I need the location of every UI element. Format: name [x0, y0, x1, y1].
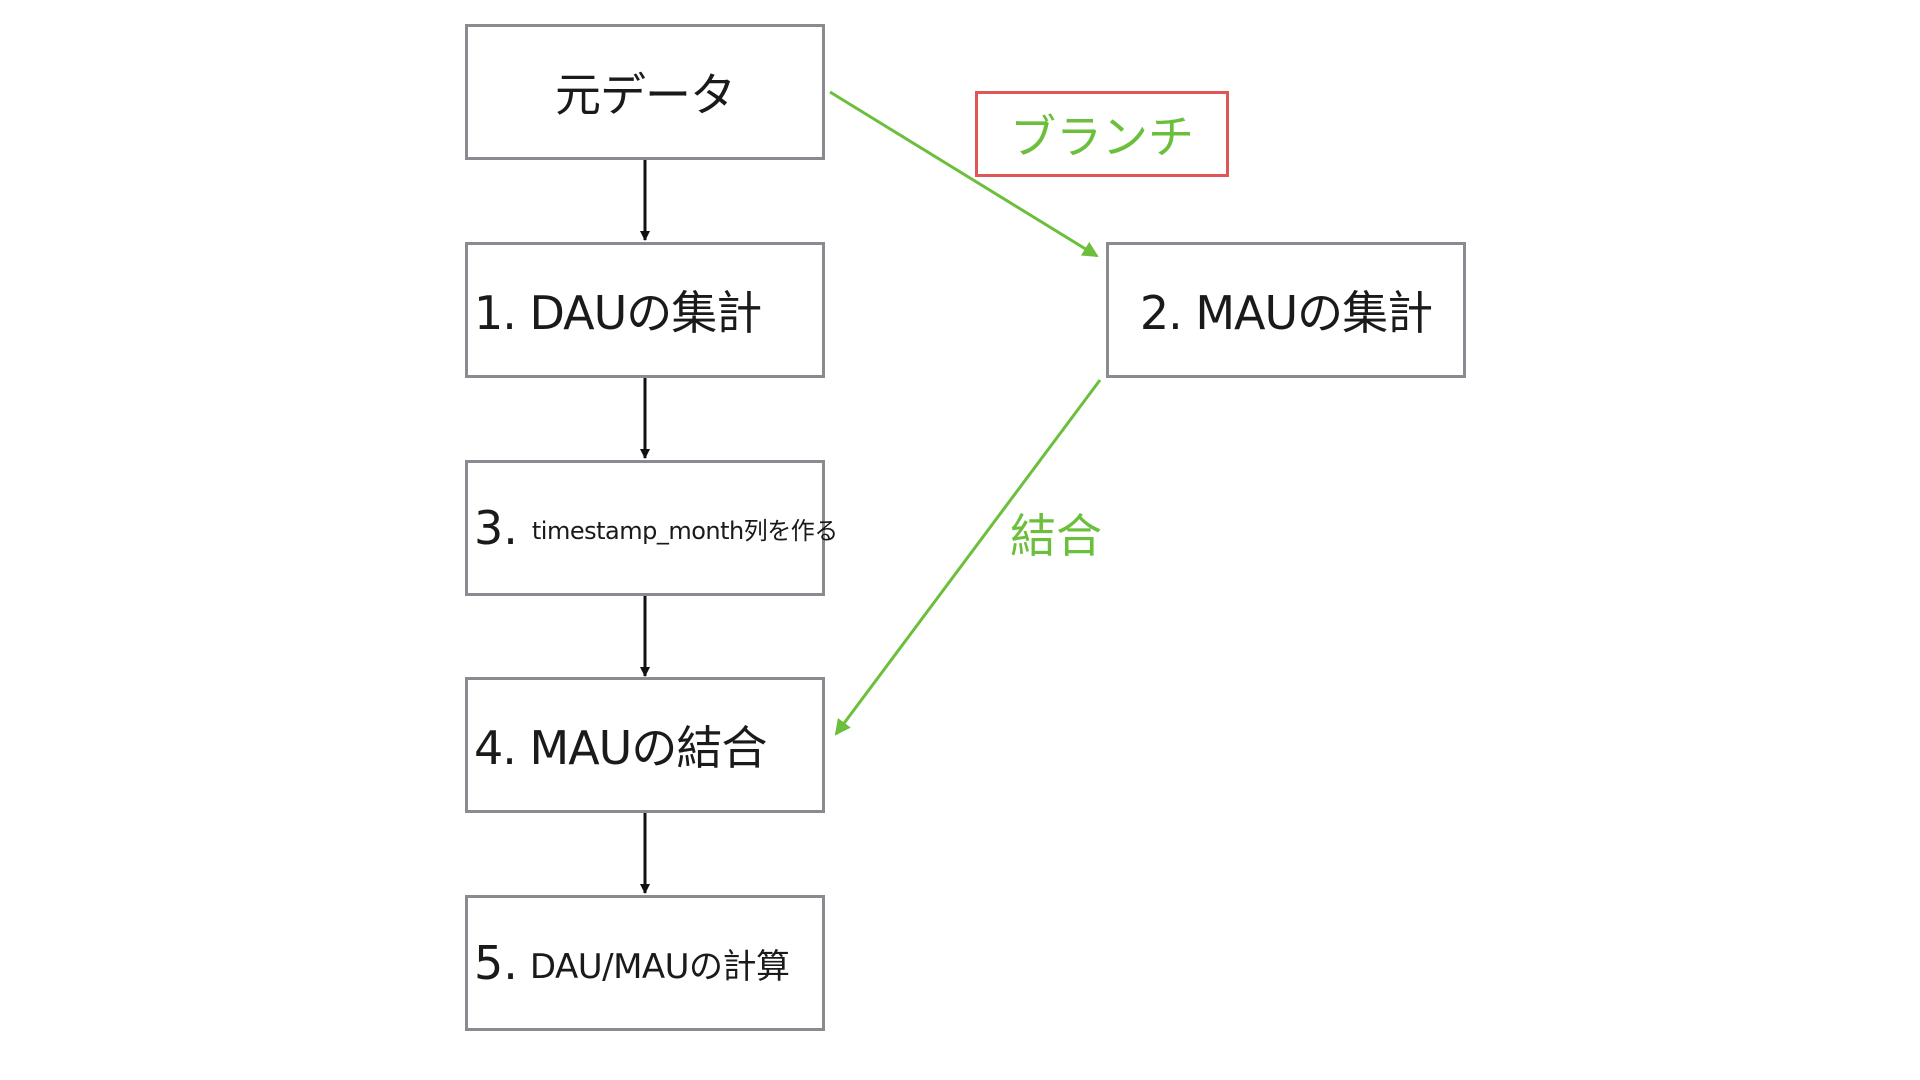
branch-label-box: ブランチ: [975, 91, 1229, 177]
arrow-join: [834, 379, 1102, 736]
node-dau-mau-calc-label: DAU/MAUの計算: [529, 946, 790, 987]
node-source-data-label: 元データ: [555, 68, 736, 122]
node-timestamp-month-label: timestamp_month列を作る: [531, 516, 838, 545]
branch-label: ブランチ: [1010, 110, 1194, 164]
node-timestamp-month-number: 3.: [474, 501, 518, 555]
arrow-branch: [829, 90, 1099, 258]
node-mau-join-label: 4. MAUの結合: [474, 721, 767, 775]
node-dau-aggregation-label: 1. DAUの集計: [474, 286, 762, 340]
node-mau-aggregation-label: 2. MAUの集計: [1139, 286, 1433, 340]
node-source-data: 元データ: [465, 24, 825, 160]
node-dau-mau-calc: 5. DAU/MAUの計算: [465, 895, 825, 1031]
node-dau-aggregation: 1. DAUの集計: [465, 242, 825, 378]
node-timestamp-month: 3. timestamp_month列を作る: [465, 460, 838, 596]
node-mau-join: 4. MAUの結合: [465, 677, 825, 813]
node-mau-aggregation: 2. MAUの集計: [1106, 242, 1466, 378]
node-dau-mau-calc-number: 5.: [474, 936, 518, 990]
join-label: 結合: [1010, 509, 1102, 563]
